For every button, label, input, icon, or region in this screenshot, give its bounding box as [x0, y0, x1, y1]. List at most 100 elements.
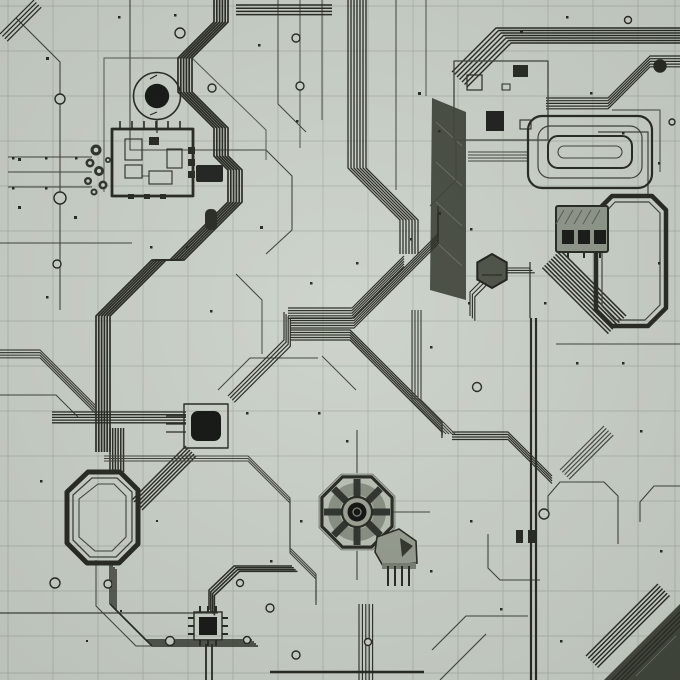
small-ic — [188, 606, 228, 646]
dot — [12, 187, 15, 190]
center-diag-1 — [321, 355, 357, 391]
via — [291, 650, 301, 660]
bundle-line — [568, 434, 614, 480]
via — [265, 603, 275, 613]
via — [49, 577, 61, 589]
ic-core — [199, 617, 217, 635]
gear-spoke — [331, 519, 350, 538]
chip3-body — [555, 205, 609, 253]
chip3-hatch — [591, 209, 601, 225]
bundle-line — [210, 567, 294, 612]
bundle-line — [587, 585, 661, 659]
bundle-br-diag-2 — [611, 611, 680, 680]
dot — [310, 282, 313, 285]
chip-a-border — [110, 127, 195, 198]
bundle-line — [552, 256, 620, 324]
bundle-line — [97, 0, 232, 452]
via — [54, 93, 66, 105]
dot — [120, 610, 122, 612]
bundle-line — [141, 455, 197, 511]
dot — [260, 226, 263, 229]
dot — [658, 162, 661, 165]
bundle-line — [231, 316, 289, 401]
bundle-left-edge — [0, 349, 97, 415]
loop-tr-2 — [537, 125, 643, 179]
chip3-pad — [562, 230, 574, 244]
gear-hub-core — [347, 502, 367, 522]
via — [623, 15, 633, 25]
bundle-line — [288, 255, 405, 309]
gear-outer-faint — [318, 473, 396, 551]
chip-a-pin-b2 — [144, 194, 150, 199]
emblem-core — [144, 83, 170, 109]
dot — [75, 157, 78, 160]
via — [174, 27, 186, 39]
dot — [186, 246, 189, 249]
bundle-line — [452, 436, 553, 482]
bundle-line — [362, 0, 416, 254]
ic-block-tr-outline — [453, 60, 549, 141]
dot — [45, 157, 48, 160]
bundle-line — [211, 568, 296, 614]
bundle-line — [290, 339, 443, 438]
dot — [318, 412, 321, 415]
tr-block-dark-1 — [513, 65, 528, 77]
pill-component — [205, 209, 217, 230]
dot — [258, 44, 261, 47]
bundle-line — [106, 0, 241, 452]
bundle-octagon-inlet — [109, 428, 125, 472]
gear-spoke — [331, 486, 350, 505]
octagon-bl-inner2 — [78, 483, 127, 552]
bundle-line — [555, 253, 623, 321]
hatch-line — [435, 201, 463, 227]
bundle-line — [559, 249, 627, 317]
bundle-chevrons — [559, 425, 614, 480]
chip-a-pad-dark — [149, 137, 159, 145]
bundle-line — [459, 34, 680, 80]
bundle-line — [466, 42, 680, 88]
bundle-line — [213, 570, 298, 616]
chip-a-pin-b3 — [160, 194, 166, 199]
bundle-line — [109, 0, 243, 452]
bottom-chamfer-2 — [439, 633, 487, 680]
dot — [74, 216, 77, 219]
chip-a-pin-r1 — [188, 147, 195, 154]
dot — [40, 480, 43, 483]
zone-top-left-frame — [129, 0, 293, 255]
bundle-line — [1, 1, 37, 37]
bundle-line — [566, 432, 612, 478]
washer-hole — [96, 168, 102, 174]
bundle-line — [290, 216, 439, 329]
chip3-hatch — [555, 209, 565, 225]
padmod-mark — [400, 538, 413, 557]
bundle-line — [559, 425, 605, 471]
dot — [12, 157, 15, 160]
tr-block-cell-2 — [519, 119, 532, 130]
via — [52, 259, 62, 269]
bundle-line — [561, 427, 607, 473]
emblem-ring — [132, 71, 182, 121]
bundle-chip3-hatch — [541, 249, 627, 335]
br-rounded-1 — [547, 481, 619, 544]
bundle-line — [0, 357, 97, 415]
washer-hole — [92, 190, 96, 194]
bundle-line — [546, 55, 680, 99]
bundle-main-s-curve — [95, 0, 243, 452]
bundle-line — [131, 445, 187, 501]
dot — [640, 430, 643, 433]
dot — [18, 158, 21, 161]
dot — [174, 14, 177, 17]
dot — [544, 302, 547, 305]
via — [242, 635, 252, 645]
bundle-line — [95, 0, 229, 452]
dot — [346, 440, 349, 443]
bundle-line — [350, 0, 404, 254]
bundle-line — [347, 0, 401, 254]
washer-hole — [101, 183, 105, 187]
dot — [300, 520, 303, 523]
ground-polygon — [604, 604, 680, 680]
bundle-line — [452, 438, 553, 484]
right-elbow-a — [598, 131, 649, 196]
